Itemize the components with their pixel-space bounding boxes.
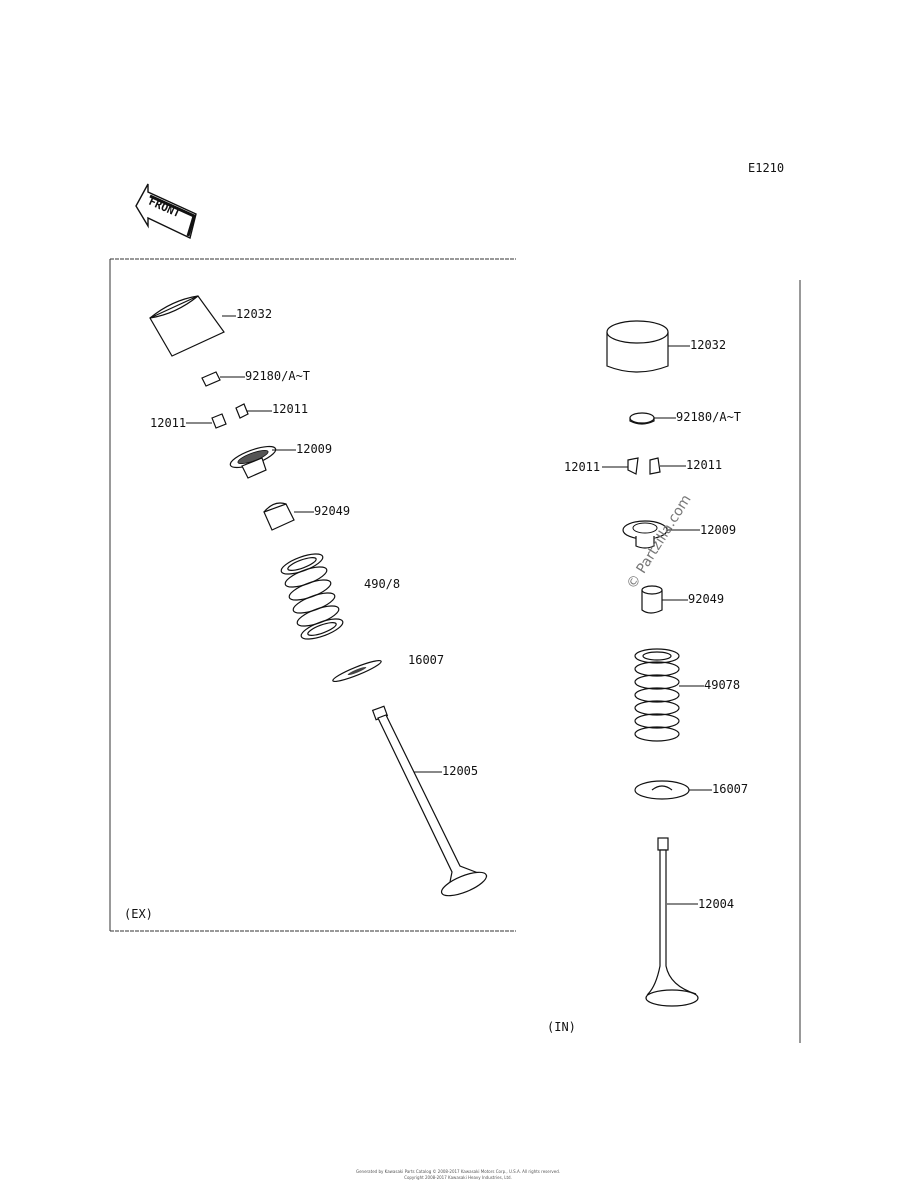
intake-parts: 12032 92180/A~T 12011 12011 12009 <box>547 320 748 1034</box>
diagram-code: E1210 <box>748 161 784 175</box>
in-label-keeper-left: 12011 <box>564 460 600 474</box>
ex-valve-lifter <box>149 295 236 357</box>
footer-line-1: Generated by Kawasaki Parts Catalog © 20… <box>356 1169 560 1174</box>
in-label-valve: 12004 <box>698 897 734 911</box>
in-label-spring: 49078 <box>704 678 740 692</box>
in-valve <box>645 837 699 1007</box>
in-valve-stem-seal <box>641 585 688 614</box>
ex-label-retainer: 12009 <box>296 442 332 456</box>
ex-valve-stem-seal <box>263 502 314 531</box>
in-caption: (IN) <box>547 1020 576 1034</box>
ex-label-lifter: 12032 <box>236 307 272 321</box>
ex-label-valve: 12005 <box>442 764 478 778</box>
ex-spring-retainer <box>229 445 296 479</box>
ex-spring-seat <box>332 659 382 683</box>
ex-label-shim: 92180/A~T <box>245 369 310 383</box>
ex-label-spring: 490/8 <box>364 577 400 591</box>
in-label-retainer: 12009 <box>700 523 736 537</box>
front-arrow-icon: FRONT <box>135 183 197 239</box>
ex-valve-spring <box>280 553 344 640</box>
in-spring-seat <box>634 780 712 800</box>
ex-keeper-left <box>186 413 227 429</box>
in-shim <box>629 412 676 425</box>
in-spring-retainer <box>622 520 700 549</box>
ex-label-keeper-right: 12011 <box>272 402 308 416</box>
in-label-lifter: 12032 <box>690 338 726 352</box>
watermark: © Partzilla.com <box>624 492 695 592</box>
ex-caption: (EX) <box>124 907 153 921</box>
in-label-seal: 92049 <box>688 592 724 606</box>
in-valve-spring <box>634 648 704 742</box>
in-keeper-left <box>602 457 639 475</box>
ex-label-seal: 92049 <box>314 504 350 518</box>
ex-keeper-right <box>235 403 272 419</box>
exhaust-parts: 12032 92180/A~T 12011 12011 12009 <box>124 295 488 921</box>
ex-label-seat: 16007 <box>408 653 444 667</box>
in-label-seat: 16007 <box>712 782 748 796</box>
in-label-keeper-right: 12011 <box>686 458 722 472</box>
exhaust-panel-frame <box>109 258 516 932</box>
ex-valve <box>371 705 488 897</box>
footer-line-2: Copyright 2008-2017 Kawasaki Heavy Indus… <box>404 1175 512 1180</box>
in-keeper-right <box>649 457 686 475</box>
ex-label-keeper-left: 12011 <box>150 416 186 430</box>
ex-shim <box>201 371 245 387</box>
in-valve-lifter <box>606 320 690 373</box>
in-label-shim: 92180/A~T <box>676 410 741 424</box>
